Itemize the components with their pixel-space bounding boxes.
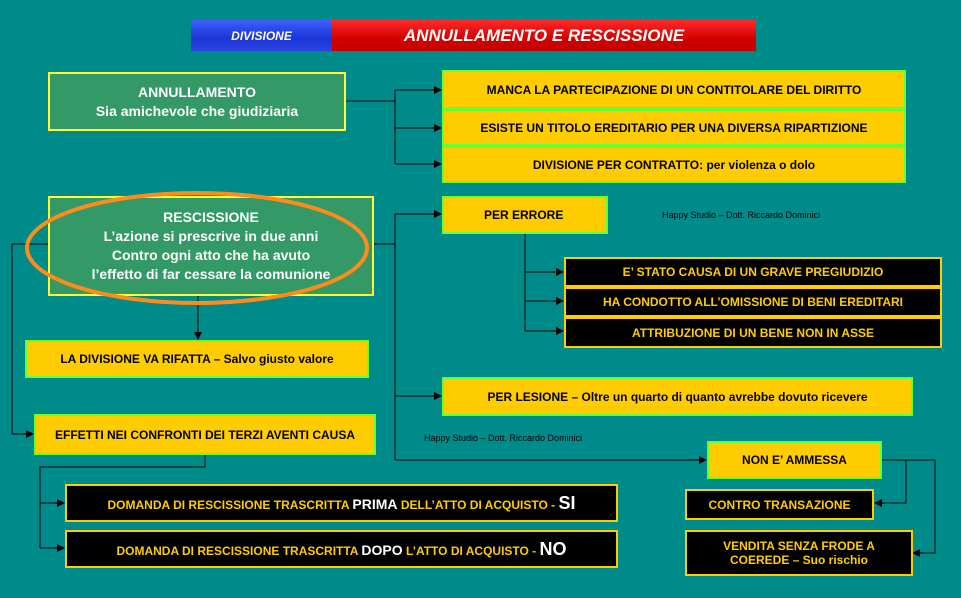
errore-attribuzione: ATTRIBUZIONE DI UN BENE NON IN ASSE [564,317,942,348]
domanda-dopo: DOMANDA DI RESCISSIONE TRASCRITTA DOPO L… [65,530,618,568]
errore-attribuzione-label: ATTRIBUZIONE DI UN BENE NON IN ASSE [631,325,874,340]
rescissione-box: RESCISSIONE L’azione si prescrive in due… [48,196,374,296]
per-lesione: PER LESIONE – Oltre un quarto di quanto … [442,377,913,416]
cause-contitolare: MANCA LA PARTECIPAZIONE DI UN CONTITOLAR… [442,70,906,109]
domanda-prima-mid: DELL’ATTO DI ACQUISTO - [400,497,556,512]
vendita-line-2: COEREDE – Suo rischio [729,553,869,567]
non-ammessa-label: NON E’ AMMESSA [742,453,847,467]
contro-transazione: CONTRO TRANSAZIONE [685,489,874,520]
non-ammessa-box: NON E’ AMMESSA [707,441,882,479]
domanda-dopo-answer: NO [539,538,567,559]
domanda-prima-pre: DOMANDA DI RESCISSIONE TRASCRITTA [107,497,350,512]
divisione-rifatta: LA DIVISIONE VA RIFATTA – Salvo giusto v… [25,340,369,378]
domanda-prima-answer: SI [558,492,576,513]
errore-pregiudizio: E’ STATO CAUSA DI UN GRAVE PREGIUDIZIO [564,257,942,287]
domanda-prima-key: PRIMA [352,495,398,512]
rescissione-line-3: l’effetto di far cessare la comunione [91,266,331,282]
domanda-dopo-key: DOPO [361,541,403,558]
credit-bottom: Happy Studio – Dott. Riccardo Dominici [424,433,583,443]
domanda-dopo-pre: DOMANDA DI RESCISSIONE TRASCRITTA [116,543,359,558]
header-divisione: DIVISIONE [191,20,332,51]
per-errore-box: PER ERRORE [442,196,608,234]
effetti-terzi: EFFETTI NEI CONFRONTI DEI TERZI AVENTI C… [34,414,376,455]
rescissione-line-2: Contro ogni atto che ha avuto [111,247,311,263]
header-annullamento-rescissione: ANNULLAMENTO E RESCISSIONE [332,20,756,51]
domanda-prima: DOMANDA DI RESCISSIONE TRASCRITTA PRIMA … [65,484,618,522]
errore-omissione-label: HA CONDOTTO ALL’OMISSIONE DI BENI EREDIT… [602,295,903,309]
rescissione-title: RESCISSIONE [163,209,259,225]
annullamento-subtitle: Sia amichevole che giudiziaria [95,103,299,119]
annullamento-title: ANNULLAMENTO [138,84,256,100]
per-lesione-label: PER LESIONE – Oltre un quarto di quanto … [487,389,868,404]
cause-titolo-ereditario: ESISTE UN TITOLO EREDITARIO PER UNA DIVE… [442,109,906,146]
effetti-terzi-label: EFFETTI NEI CONFRONTI DEI TERZI AVENTI C… [55,427,355,442]
credit-top: Happy Studio – Dott. Riccardo Dominici [662,210,821,220]
errore-omissione: HA CONDOTTO ALL’OMISSIONE DI BENI EREDIT… [564,287,942,317]
domanda-dopo-mid: L’ATTO DI ACQUISTO - [405,543,537,558]
cause-contitolare-label: MANCA LA PARTECIPAZIONE DI UN CONTITOLAR… [486,82,862,97]
vendita-senza-frode: VENDITA SENZA FRODE A COEREDE – Suo risc… [685,530,913,576]
cause-contratto: DIVISIONE PER CONTRATTO: per violenza o … [442,146,906,183]
vendita-line-1: VENDITA SENZA FRODE A [723,539,875,553]
cause-titolo-label: ESISTE UN TITOLO EREDITARIO PER UNA DIVE… [480,120,868,135]
rescissione-line-1: L’azione si prescrive in due anni [103,228,319,244]
per-errore-label: PER ERRORE [484,208,564,222]
errore-pregiudizio-label: E’ STATO CAUSA DI UN GRAVE PREGIUDIZIO [622,265,884,279]
divisione-rifatta-label: LA DIVISIONE VA RIFATTA – Salvo giusto v… [60,352,334,366]
cause-contratto-label: DIVISIONE PER CONTRATTO: per violenza o … [532,157,816,172]
contro-transazione-label: CONTRO TRANSAZIONE [708,497,851,512]
annullamento-box: ANNULLAMENTO Sia amichevole che giudizia… [48,72,346,131]
